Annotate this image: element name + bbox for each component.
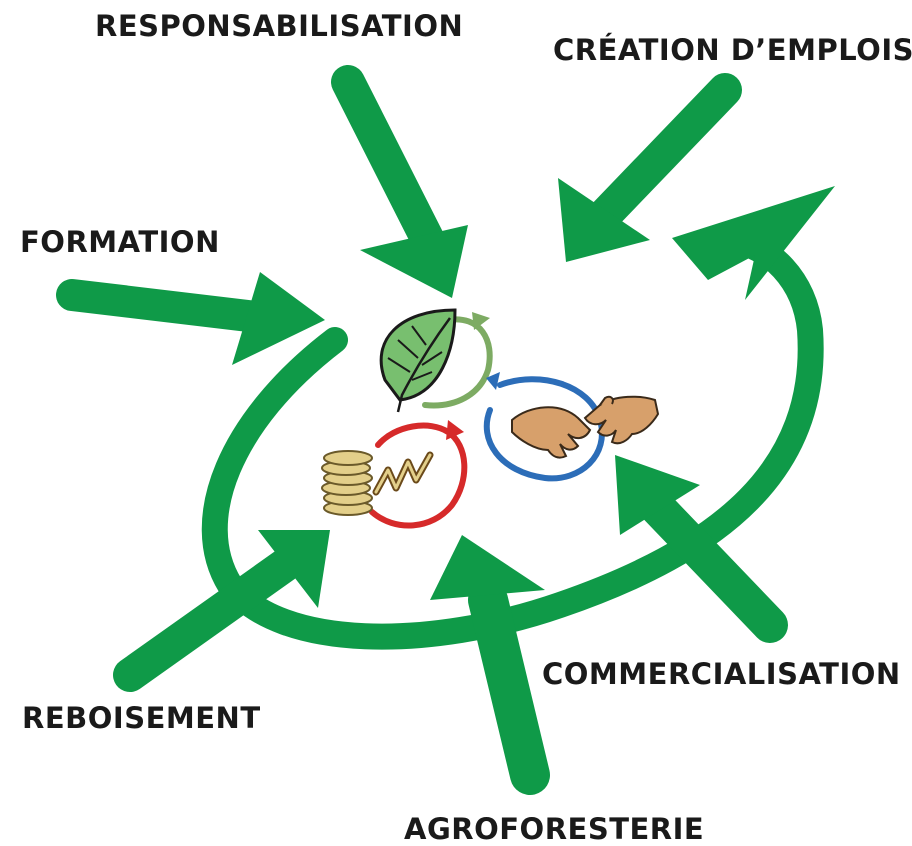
handshake-icon	[511, 395, 660, 459]
red-cycle-arrowhead	[446, 420, 464, 440]
arrow-commercialisation	[615, 455, 788, 643]
blue-cycle-arrowhead	[486, 372, 500, 390]
green-cycle-arrowhead	[472, 312, 490, 330]
label-reboisement: REBOISEMENT	[22, 701, 261, 735]
red-cycle-arc	[369, 422, 468, 529]
label-formation: FORMATION	[20, 225, 220, 259]
label-commercialisation: COMMERCIALISATION	[542, 657, 901, 691]
cycle-arrow-head	[672, 186, 835, 300]
arrow-formation	[56, 272, 325, 365]
blue-cycle-arc	[483, 376, 605, 482]
arrow-agroforesterie	[430, 535, 550, 795]
coins-icon	[321, 450, 373, 516]
label-responsabilisation: RESPONSABILISATION	[95, 9, 464, 43]
label-agroforesterie: AGROFORESTERIE	[404, 812, 705, 846]
label-creation-emplois: CRÉATION D’EMPLOIS	[553, 33, 912, 67]
arrow-responsabilisation	[331, 65, 468, 298]
growth-chart-icon	[372, 451, 434, 496]
arrow-creation-emplois	[558, 73, 742, 262]
arrow-reboisement	[113, 530, 330, 692]
green-cycle-arc	[422, 316, 493, 409]
cycle-arrow	[201, 227, 824, 650]
leaf-icon	[379, 308, 457, 413]
